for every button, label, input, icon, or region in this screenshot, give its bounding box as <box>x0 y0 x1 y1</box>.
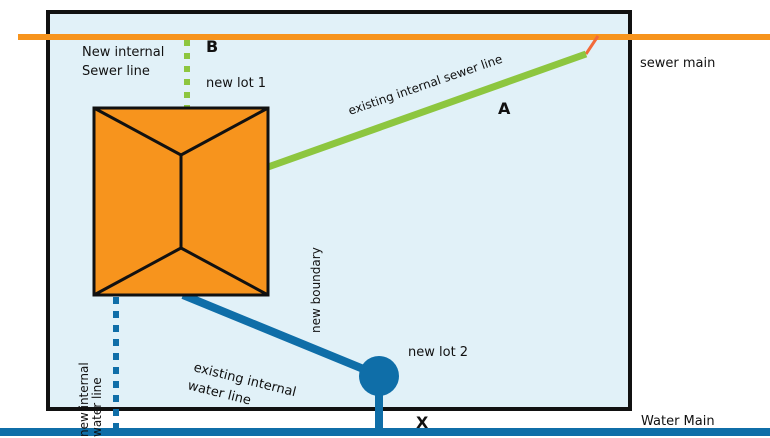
new-internal-water-line-label-1: new internal <box>77 362 91 437</box>
water-connection-icon <box>359 356 399 396</box>
new-lot-1-label: new lot 1 <box>206 76 266 91</box>
existing-internal-water-line <box>181 291 380 379</box>
sewer-connection-line <box>584 35 600 55</box>
new-internal-sewer-line-label-1: New internal <box>82 45 164 60</box>
marker-b: B <box>206 37 218 56</box>
house-roof-icon <box>92 106 270 297</box>
marker-x: X <box>416 413 429 432</box>
existing-internal-sewer-line <box>266 50 588 171</box>
sewer-main-label: sewer main <box>640 56 715 71</box>
water-main-label: Water Main <box>641 414 715 429</box>
new-lot-2-label: new lot 2 <box>408 345 468 360</box>
marker-a: A <box>498 99 511 118</box>
new-internal-sewer-line-label-2: Sewer line <box>82 64 150 79</box>
new-boundary-label: new boundary <box>309 247 323 333</box>
new-internal-water-line-label-2: water line <box>90 377 104 437</box>
